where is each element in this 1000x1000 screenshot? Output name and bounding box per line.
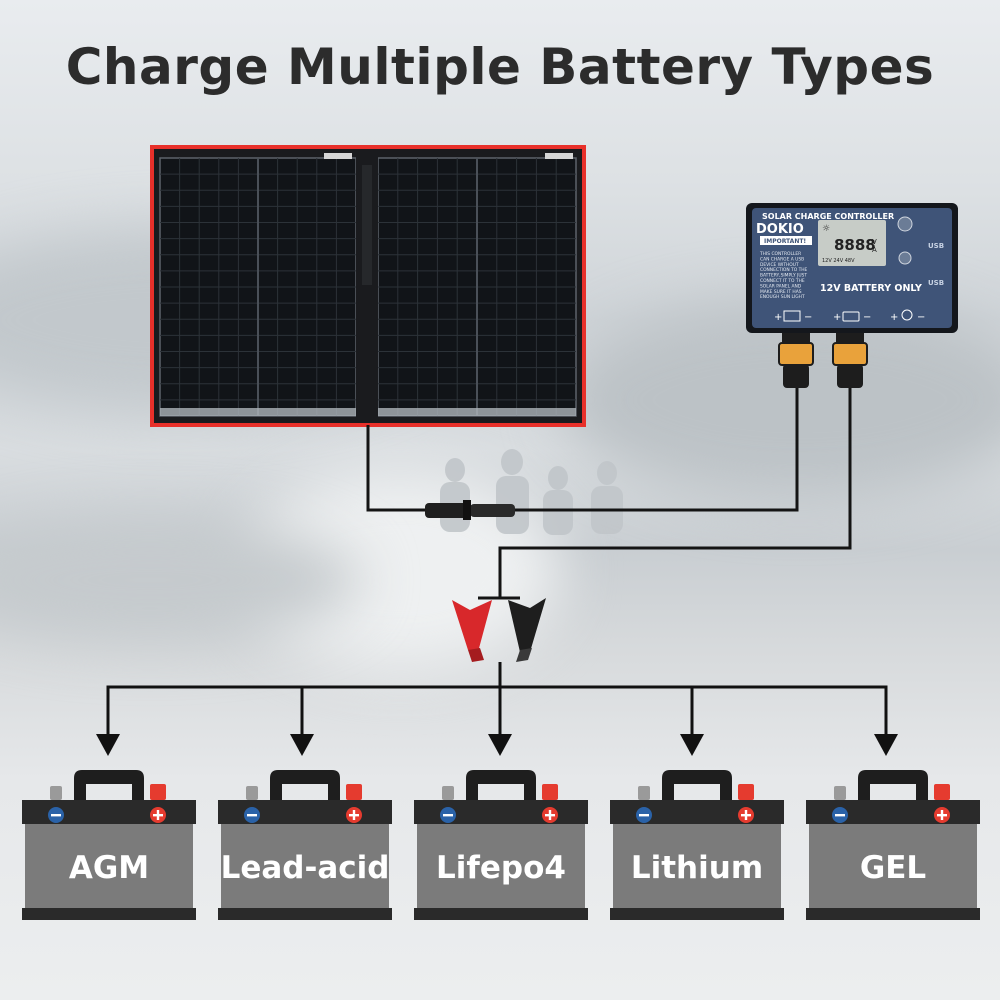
battery-5 — [806, 770, 980, 920]
battery-terminal-plus-icon: + — [833, 312, 841, 323]
battery-label-lithium: Lithium — [630, 850, 764, 886]
notice-line: DEVICE WITHOUT — [760, 262, 799, 268]
menu-button-icon — [897, 216, 913, 232]
battery-4 — [610, 770, 784, 920]
battery-body — [221, 824, 389, 910]
negative-terminal — [638, 786, 650, 800]
panel-terminal-plus-icon: + — [774, 312, 782, 323]
negative-terminal — [50, 786, 62, 800]
distribution-lines — [106, 662, 888, 735]
notice-line: MAKE SURE IT HAS — [760, 289, 802, 295]
charge-controller: SOLAR CHARGE CONTROLLER DOKIO IMPORTANT!… — [746, 203, 958, 333]
important-badge — [760, 236, 812, 245]
battery-3 — [414, 770, 588, 920]
lcd-display — [818, 220, 886, 266]
battery-top — [218, 800, 392, 824]
load-terminal-plus-icon: + — [890, 312, 898, 323]
notice-line: CONNECTION TO THE — [760, 267, 808, 273]
battery-base — [22, 908, 196, 920]
shore-haze — [0, 520, 360, 640]
notice-line: THIS CONTROLLER — [759, 251, 801, 257]
battery-1 — [22, 770, 196, 920]
battery-label-lead-acid: Lead-acid — [220, 850, 390, 886]
voltage-options: 12V 24V 48V — [822, 258, 855, 264]
notice-line: ENOUGH SUN LIGHT — [760, 294, 805, 300]
notice-line: BATTERY,SIMPLY JUST — [760, 273, 807, 279]
important-label: IMPORTANT! — [764, 238, 806, 245]
arrow-down-icon — [874, 734, 898, 756]
notice-line: SOLAR PANEL AND — [760, 283, 802, 289]
rocks-haze — [560, 300, 1000, 500]
notice-line: CAN CHARGE A USB — [760, 256, 804, 262]
battery-body — [809, 824, 977, 910]
arrow-down-icon — [488, 734, 512, 756]
battery-handle — [662, 770, 732, 808]
battery-label-lifepo4: Lifepo4 — [436, 850, 566, 886]
battery-body — [25, 824, 193, 910]
cable-connector — [425, 500, 515, 520]
solar-panel-icon — [783, 310, 801, 322]
positive-terminal — [738, 784, 754, 800]
battery-base — [414, 908, 588, 920]
page-title: Charge Multiple Battery Types — [65, 38, 935, 96]
usb-icon: USB — [928, 242, 944, 250]
battery-handle — [466, 770, 536, 808]
battery-label-agm: AGM — [68, 850, 150, 886]
negative-terminal — [834, 786, 846, 800]
battery-base — [806, 908, 980, 920]
alligator-clips — [452, 598, 546, 662]
usb-icon-2: USB — [928, 279, 944, 287]
battery-top — [806, 800, 980, 824]
lcd-unit-a: A — [872, 246, 877, 254]
battery-icon — [842, 311, 860, 322]
panel-terminal-minus-icon: − — [804, 312, 812, 323]
controller-brand: DOKIO — [756, 222, 804, 237]
battery-label-gel: GEL — [859, 850, 927, 886]
battery-top — [414, 800, 588, 824]
lcd-digits: 8888 — [834, 236, 876, 254]
battery-top — [610, 800, 784, 824]
notice-line: CONNECT IT TO THE — [760, 278, 805, 284]
positive-terminal — [934, 784, 950, 800]
bulb-icon — [901, 309, 913, 321]
arrow-heads — [96, 734, 898, 756]
arrow-down-icon — [290, 734, 314, 756]
negative-terminal — [442, 786, 454, 800]
positive-terminal — [346, 784, 362, 800]
sun-icon: ☼ — [822, 224, 830, 234]
battery-2 — [218, 770, 392, 920]
mode-button-icon — [898, 251, 912, 265]
lcd-unit-v: V — [872, 238, 877, 246]
battery-body — [613, 824, 781, 910]
battery-handle — [858, 770, 928, 808]
battery-base — [218, 908, 392, 920]
battery-terminal-minus-icon: − — [863, 312, 871, 323]
batteries — [22, 770, 980, 920]
cables — [366, 378, 852, 600]
positive-terminal — [542, 784, 558, 800]
arrow-down-icon — [96, 734, 120, 756]
negative-terminal — [246, 786, 258, 800]
controller-heading: SOLAR CHARGE CONTROLLER — [762, 212, 894, 221]
positive-terminal — [150, 784, 166, 800]
arrow-down-icon — [680, 734, 704, 756]
battery-body — [417, 824, 585, 910]
people-silhouettes — [440, 449, 623, 535]
battery-top — [22, 800, 196, 824]
solar-panel — [150, 145, 586, 427]
battery-handle — [270, 770, 340, 808]
battery-base — [610, 908, 784, 920]
load-terminal-minus-icon: − — [917, 312, 925, 323]
controller-connectors — [778, 332, 868, 388]
battery-handle — [74, 770, 144, 808]
battery-only-label: 12V BATTERY ONLY — [820, 283, 922, 294]
